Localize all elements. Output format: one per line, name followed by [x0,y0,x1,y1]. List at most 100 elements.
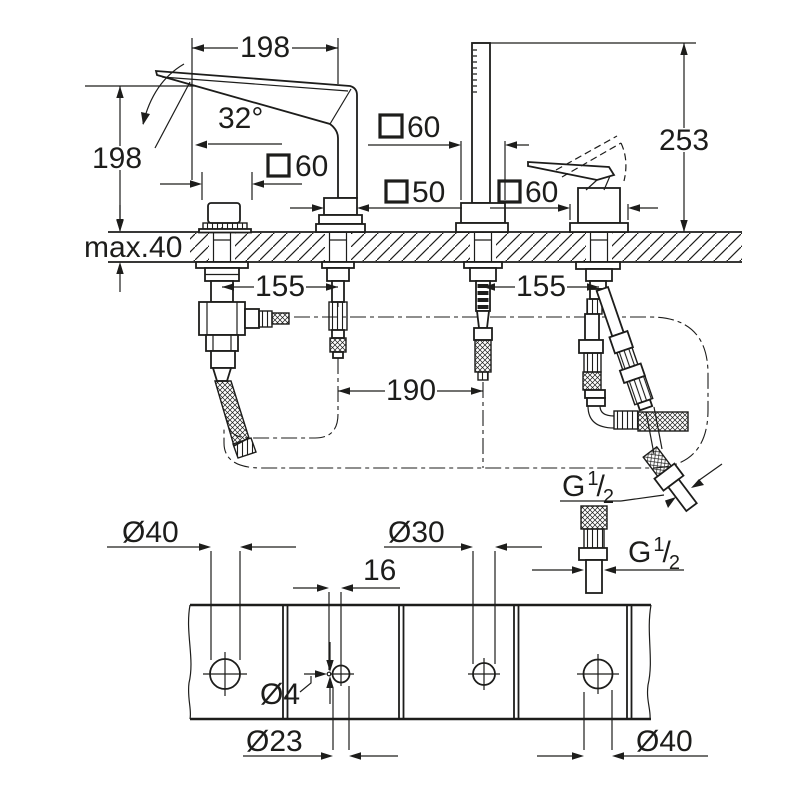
thread-upper-leader [560,463,723,502]
hose4L-elbow [587,405,615,429]
plate-joints [282,605,633,719]
thread-lower-numerator: 1 [653,534,664,556]
handle-flange [569,222,629,233]
dim-shower-square-lines [368,141,529,200]
hose4R-thread-end [667,477,698,513]
control-knob [198,202,252,234]
hose4L-ribbed [583,352,602,373]
dim-pitch34-label: 155 [516,270,566,303]
dimensions-bottom: Ø40 Ø30 16 Ø4 Ø23 Ø40 [107,516,708,760]
rim-plate [187,603,652,721]
deck [108,231,742,263]
hose4-left [578,288,689,432]
dim-handle-square-lines [490,204,658,220]
braided-hose1 [214,380,250,448]
thread-upper-letter: G [562,470,585,503]
dim-pitch34-bg [515,276,567,298]
hose-routing-centerline-outer [223,316,709,469]
dim-hole1-lines [107,546,296,660]
hose1-end-cap [232,437,257,459]
lever-handle [527,135,629,233]
cap2 [332,351,344,359]
side-view: 198 32° 198 60 50 60 [82,31,742,594]
dim-hole3-label: Ø30 [388,516,445,549]
hose4L-hex [578,339,604,354]
handle-lever-alt-position [555,135,627,182]
side-port-knurl [258,310,273,328]
hose4L-nutB [586,397,606,407]
dim-pin-offset-label: 16 [363,554,396,587]
dim-deck-bg [82,234,184,260]
hex-fitting1 [205,334,239,352]
under-deck-hole3 [463,261,503,381]
thread-upper-slash: / [596,470,605,503]
tube1 [210,350,236,369]
spout-escutcheon-top [323,197,358,216]
square-symbol-handle [497,179,522,204]
hex-fitting1-facets [212,335,232,351]
dim-pitch34-arrows [483,283,599,291]
dim-shower-square-label: 60 [407,111,440,144]
dim-deck-arrows [116,220,124,274]
dim-hole2-label: Ø23 [246,725,303,758]
thread-lower-slash: / [662,536,671,569]
locknut4 [585,268,613,282]
valve-body1 [198,301,246,336]
square-symbol-spout [384,179,409,204]
shower-hose-end [578,505,608,594]
thread-upper-numerator: 1 [587,468,598,490]
deck-shank-cutouts [209,233,612,262]
plate-break-left [187,604,192,720]
dim-pitch23-bg [385,380,437,402]
hose4L-braid-horizontal [637,411,689,432]
dim-angle-arrows [141,112,207,149]
plate-edges [190,603,651,721]
dim-spout-reach-bg [238,35,292,59]
thread-upper-arrows [665,479,704,508]
spout [154,70,366,233]
tube2 [331,280,345,303]
square-symbol-shower [378,113,404,139]
under-deck-hole2 [321,261,355,359]
dim-hole3-lines [384,546,542,664]
hose4L-nutA [584,389,606,399]
dim-spout-square-label: 50 [412,176,445,209]
dim-pitch23-label: 190 [386,374,436,407]
dim-total-height-bg [657,128,711,152]
dim-angle-label: 32° [218,102,263,135]
dim-hole3-arrows [461,543,507,551]
neck1 [210,280,234,303]
dim-total-height-label: 253 [659,124,709,157]
dim-hole2-lines [243,686,398,757]
spout-escutcheon-mid [318,214,363,225]
threaded2 [328,301,348,331]
dim-hole4-label: Ø40 [636,725,693,758]
dim-hole4-arrows [572,752,624,760]
thread-lower-arrows [572,566,616,574]
hand-shower-wand [471,42,491,204]
knob-base-plate [198,228,252,234]
hose4-right-lower [642,445,698,513]
plate-break-right [646,604,652,720]
hand-shower-flange [455,222,509,233]
hose4L-knurl [613,410,639,430]
dim-spout-square-arrows [312,204,369,212]
side-port-tip [271,312,290,325]
taper3 [475,310,491,329]
mounting-holes [203,652,619,696]
thread-upper-denominator: 2 [603,486,614,508]
hose4R-link-lines [645,406,663,455]
dim-spout-reach-label: 198 [240,31,290,64]
taper1 [211,367,233,382]
hand-shower [455,42,509,233]
dim-knob-arrows [190,180,264,188]
handle-body [577,187,621,224]
dim-pin-arrows [315,660,334,688]
dim-spout-height-bg [90,146,146,170]
hose-end-ribs [583,528,605,549]
locknut3 [469,267,497,282]
hose-end-braid [580,505,608,530]
dim-pitch12-arrows [222,283,338,291]
